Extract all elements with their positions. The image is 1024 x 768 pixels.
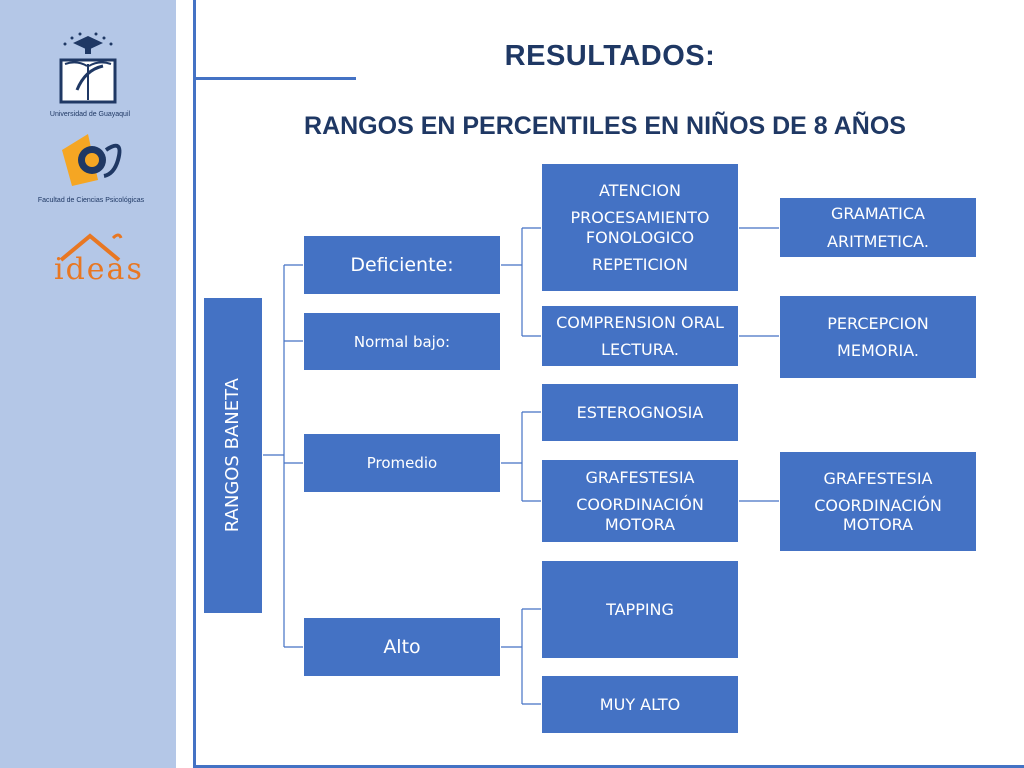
level-normal-bajo: Normal bajo: bbox=[303, 312, 501, 371]
accent-line bbox=[194, 77, 356, 80]
node-tapping-label: TAPPING bbox=[606, 599, 674, 619]
root-label: RANGOS BANETA bbox=[222, 378, 244, 533]
node-grafestesia-mid-line-2: COORDINACIÓN MOTORA bbox=[576, 495, 704, 534]
level-deficiente-label: Deficiente: bbox=[350, 253, 454, 276]
level-normal-bajo-label: Normal bajo: bbox=[353, 332, 451, 351]
page-title: RESULTADOS: bbox=[504, 40, 716, 72]
node-muy-alto: MUY ALTO bbox=[541, 675, 739, 734]
level-alto-label: Alto bbox=[383, 635, 421, 658]
node-comprension-line-2: LECTURA. bbox=[601, 340, 679, 359]
node-gramatica-line-1: GRAMATICA bbox=[831, 204, 925, 224]
node-grafestesia-right: GRAFESTESIA COORDINACIÓN MOTORA bbox=[779, 451, 977, 552]
sidebar: Universidad de Guayaquil Facultad de Cie… bbox=[0, 0, 176, 768]
node-grafestesia-mid: GRAFESTESIA COORDINACIÓN MOTORA bbox=[541, 459, 739, 543]
node-gramatica: GRAMATICA ARITMETICA. bbox=[779, 197, 977, 258]
faculty-logo-icon bbox=[62, 134, 122, 186]
node-atencion-line-2: PROCESAMIENTO FONOLOGICO bbox=[570, 208, 710, 247]
node-comprension-line-1: COMPRENSION ORAL bbox=[556, 312, 724, 332]
node-esterognosia: ESTEROGNOSIA bbox=[541, 383, 739, 442]
level-deficiente: Deficiente: bbox=[303, 235, 501, 295]
university-name: Universidad de Guayaquil bbox=[49, 111, 131, 118]
university-logo-icon bbox=[59, 32, 117, 104]
node-muy-alto-label: MUY ALTO bbox=[599, 694, 681, 714]
node-esterognosia-label: ESTEROGNOSIA bbox=[576, 402, 704, 422]
content-frame bbox=[193, 0, 1024, 768]
node-gramatica-line-2: ARITMETICA. bbox=[827, 231, 929, 251]
node-tapping: TAPPING bbox=[541, 560, 739, 659]
node-atencion-line-3: REPETICION bbox=[592, 254, 688, 274]
faculty-name: Facultad de Ciencias Psicológicas bbox=[37, 197, 145, 204]
level-promedio-label: Promedio bbox=[366, 454, 438, 472]
level-alto: Alto bbox=[303, 617, 501, 677]
node-atencion-line-1: ATENCION bbox=[598, 181, 681, 201]
node-atencion: ATENCION PROCESAMIENTO FONOLOGICO REPETI… bbox=[541, 163, 739, 292]
root-box: RANGOS BANETA bbox=[203, 297, 263, 614]
node-comprension: COMPRENSION ORAL LECTURA. bbox=[541, 305, 739, 367]
level-promedio: Promedio bbox=[303, 433, 501, 493]
node-percepcion-line-2: MEMORIA. bbox=[837, 341, 919, 360]
node-grafestesia-mid-line-1: GRAFESTESIA bbox=[585, 468, 695, 488]
page-subtitle: RANGOS EN PERCENTILES EN NIÑOS DE 8 AÑOS bbox=[304, 112, 906, 140]
node-grafestesia-right-line-2: COORDINACIÓN MOTORA bbox=[814, 495, 942, 535]
node-percepcion-line-1: PERCEPCION bbox=[827, 313, 929, 333]
ideas-house-icon bbox=[59, 233, 123, 262]
node-percepcion: PERCEPCION MEMORIA. bbox=[779, 295, 977, 379]
node-grafestesia-right-line-1: GRAFESTESIA bbox=[823, 468, 933, 488]
